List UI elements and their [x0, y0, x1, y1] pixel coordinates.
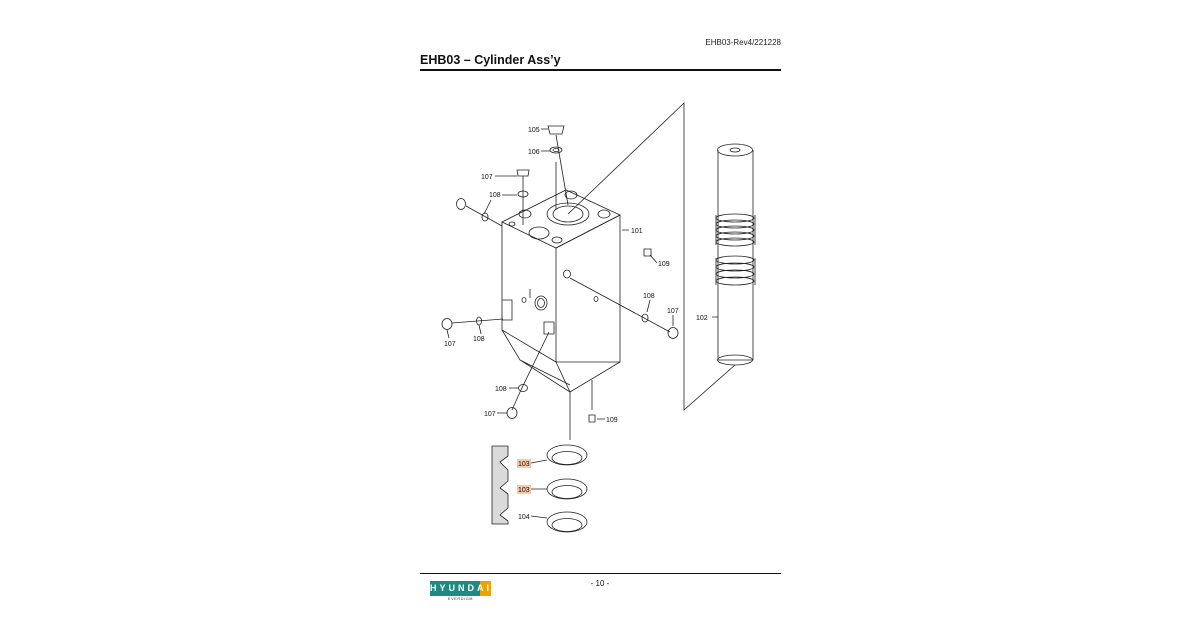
seal-103-upper: [546, 444, 588, 466]
callout-102: 102: [696, 315, 708, 322]
cylinder-body-left: [501, 222, 557, 363]
logo-gold-block: [480, 581, 491, 596]
footer-rule: [420, 573, 781, 574]
callout-107-bottom: 107: [484, 411, 496, 418]
cylinder-body-taper: [501, 329, 621, 393]
doc-code: EHB03-Rev4/221228: [705, 38, 781, 47]
logo-wordmark: HYUNDAI: [430, 582, 493, 593]
page-number: - 10 -: [590, 579, 610, 588]
callout-108-top: 108: [489, 192, 501, 199]
callout-highlight-103b: [517, 485, 531, 494]
callout-101: 101: [631, 228, 643, 235]
callout-107-top: 107: [481, 174, 493, 181]
piston: [717, 150, 754, 361]
callout-105: 105: [528, 127, 540, 134]
callout-107-right: 107: [667, 308, 679, 315]
callout-109-top: 109: [658, 261, 670, 268]
callout-104: 104: [518, 514, 530, 521]
hyundai-everdigm-logo: HYUNDAI EVERDIGM: [430, 581, 493, 601]
callout-103-upper: 103: [518, 461, 530, 468]
page-title: EHB03 – Cylinder Ass’y: [420, 53, 561, 67]
callout-108-left: 108: [473, 336, 485, 343]
cylinder-body-top: [501, 189, 621, 249]
callout-108-bottom: 108: [495, 386, 507, 393]
callout-highlight-103a: [517, 459, 531, 468]
cylinder-body-right: [555, 214, 621, 363]
callout-108-right: 108: [643, 293, 655, 300]
callout-107-left: 107: [444, 341, 456, 348]
seal-section-view: [491, 445, 509, 525]
header-rule: [420, 69, 781, 71]
seal-103-lower: [546, 478, 588, 500]
callout-103-lower: 103: [518, 487, 530, 494]
callout-109-bottom: 109: [606, 417, 618, 424]
logo-teal-block: [430, 581, 480, 596]
callout-106: 106: [528, 149, 540, 156]
seal-104: [546, 511, 588, 533]
logo-subtext: EVERDIGM: [447, 597, 474, 601]
